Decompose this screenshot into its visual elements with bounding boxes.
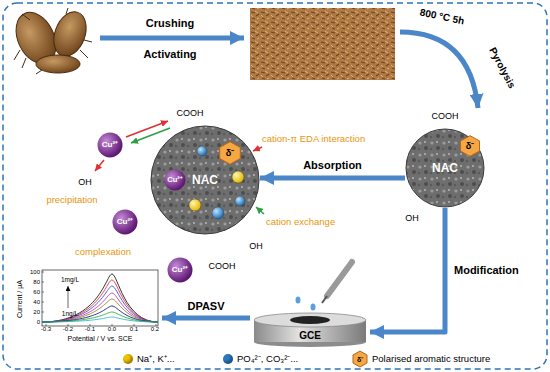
legend-symbol-text: δ⁻ — [357, 356, 363, 363]
axis-tick: -0.2 — [63, 326, 73, 332]
dpasv-chart: Current / μA Potential / V vs. SCE 1mg/L 1n… — [10, 266, 162, 346]
copper-ion: Cu²⁺ — [112, 209, 138, 235]
process-step: Crushing — [146, 18, 194, 29]
copper-ion: Cu²⁺ — [167, 257, 193, 283]
edge-label: Absorption — [302, 160, 363, 171]
node-text: 1mg/L — [61, 277, 79, 284]
shape-outline — [10, 266, 162, 346]
node-text: Cu²⁺ — [102, 141, 118, 149]
node-text: δ⁻ — [226, 149, 234, 158]
mechanism-label: complexation — [75, 247, 131, 257]
legend-text: Polarised aromatic structure — [372, 354, 490, 364]
mechanism-label: cation-π EDA interaction — [262, 134, 365, 144]
process-condition: 800 °C 5h — [419, 7, 465, 26]
axis-tick: 40 — [33, 299, 40, 305]
axis-tick: 100 — [30, 269, 40, 275]
process-step: Pyrolysis — [487, 46, 517, 90]
flow-arrow — [260, 176, 405, 181]
polarised-aromatic-hexagon: δ⁻ — [218, 141, 242, 165]
node-text: Cu²⁺ — [117, 218, 133, 226]
node-text: Current / μA — [16, 280, 23, 318]
flow-arrow — [162, 316, 250, 321]
mechanism-label: cation exchange — [266, 217, 335, 227]
axis-tick: 0.2 — [151, 326, 159, 332]
polarised-aromatic-hexagon: δ⁻ — [459, 135, 481, 157]
axis-tick: 20 — [33, 309, 40, 315]
edge-label: Modification — [453, 265, 520, 276]
process-step: Activating — [143, 49, 196, 60]
node-text: Potential / V vs. SCE — [68, 335, 133, 342]
node-text: 1ng/L — [62, 311, 78, 318]
node-text: Cu²⁺ — [167, 176, 183, 184]
functional-group: COOH — [432, 112, 459, 121]
axis-tick: -0.1 — [85, 326, 95, 332]
functional-group: COOH — [177, 109, 204, 118]
shape-outline — [250, 312, 370, 348]
axis-tick: 0 — [37, 319, 40, 325]
node-text: NAC — [432, 162, 458, 174]
nac-particle: NAC δ⁻ Cu²⁺ — [150, 125, 260, 235]
functional-group: OH — [78, 178, 92, 187]
axis-tick: 0.1 — [130, 326, 138, 332]
legend-text: Na⁺, K⁺... — [137, 354, 175, 364]
copper-ion: Cu²⁺ — [97, 132, 123, 158]
node-text: Cu²⁺ — [172, 266, 188, 274]
flow-arrow — [370, 208, 445, 332]
mechanism-label: precipitation — [46, 195, 97, 205]
functional-group: OH — [405, 214, 419, 223]
node-text: NAC — [192, 174, 218, 186]
copper-ion: Cu²⁺ — [164, 169, 186, 191]
node-text: GCE — [299, 331, 321, 341]
axis-tick: 80 — [33, 279, 40, 285]
axis-tick: -0.3 — [41, 326, 51, 332]
functional-group: COOH — [209, 262, 236, 271]
legend-text: PO₄²⁻, CO₃²⁻... — [237, 354, 298, 364]
node-text: δ⁻ — [466, 142, 474, 151]
legend-swatch — [223, 354, 233, 364]
functional-group: OH — [249, 242, 263, 251]
legend-swatch — [123, 354, 133, 364]
edge-label: DPASV — [186, 301, 225, 312]
axis-tick: 0.0 — [108, 326, 116, 332]
glassy-carbon-electrode: GCE — [250, 312, 370, 348]
axis-tick: 60 — [33, 289, 40, 295]
nac-particle: NAC δ⁻ — [405, 128, 485, 208]
